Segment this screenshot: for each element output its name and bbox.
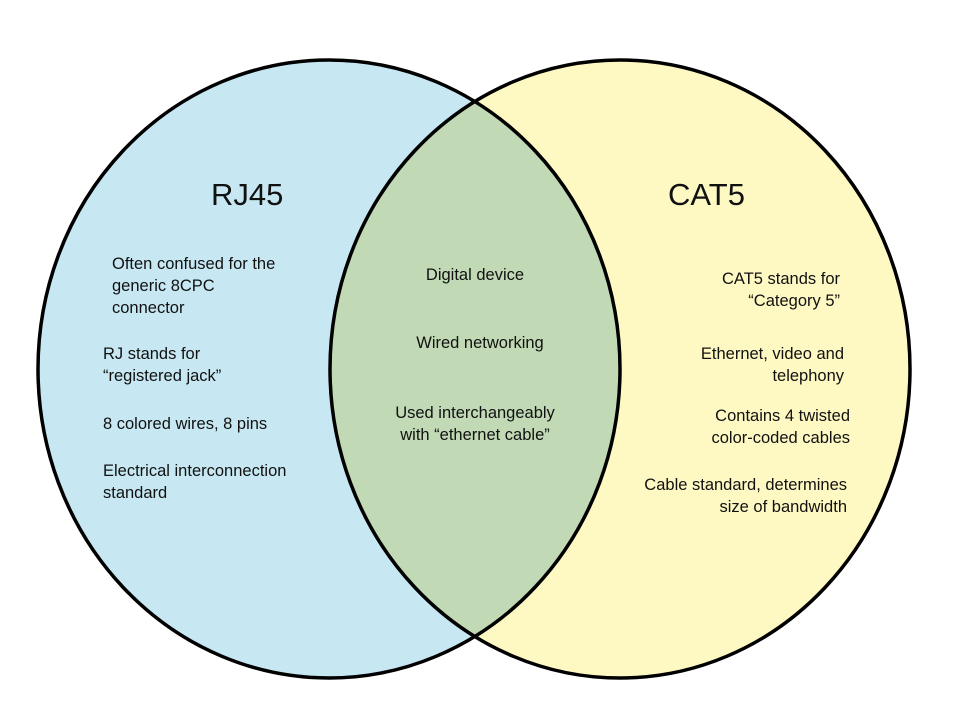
right-item-1: CAT5 stands for “Category 5” bbox=[722, 268, 840, 312]
right-circle-outline bbox=[328, 58, 912, 680]
overlap-item-1-line-1: Digital device bbox=[425, 266, 525, 284]
left-item-1: Often confused for the generic 8CPC conn… bbox=[112, 253, 275, 319]
right-item-1-line-2: “Category 5” bbox=[748, 292, 840, 310]
overlap-item-3-line-1: Used interchangeably bbox=[395, 404, 555, 422]
left-item-4-line-2: standard bbox=[103, 484, 168, 502]
right-item-1-line-1: CAT5 stands for bbox=[722, 270, 840, 288]
overlap-item-2-line-1: Wired networking bbox=[416, 334, 544, 352]
left-item-4-line-1: Electrical interconnection bbox=[103, 462, 287, 480]
left-item-2-line-1: RJ stands for bbox=[103, 345, 201, 363]
overlap-item-3-line-2: with “ethernet cable” bbox=[400, 426, 550, 444]
left-item-3-line-1: 8 colored wires, 8 pins bbox=[103, 415, 268, 433]
right-item-2-line-2: telephony bbox=[772, 367, 844, 385]
right-item-4: Cable standard, determines size of bandw… bbox=[644, 474, 847, 518]
overlap-region bbox=[330, 60, 620, 678]
left-item-1-line-2: generic 8CPC bbox=[112, 277, 215, 295]
left-item-3: 8 colored wires, 8 pins bbox=[103, 413, 267, 435]
left-circle-outline bbox=[36, 58, 622, 680]
right-set-title: CAT5 bbox=[668, 177, 745, 212]
left-item-1-line-3: connector bbox=[112, 299, 185, 317]
overlap-item-2: Wired networking bbox=[380, 332, 580, 354]
right-item-3-line-1: Contains 4 twisted bbox=[715, 407, 850, 425]
right-item-3-line-2: color-coded cables bbox=[711, 429, 851, 447]
right-item-4-line-1: Cable standard, determines bbox=[644, 476, 847, 494]
left-item-2-line-2: “registered jack” bbox=[103, 367, 222, 385]
left-item-2: RJ stands for “registered jack” bbox=[103, 343, 221, 387]
overlap-item-3: Used interchangeably with “ethernet cabl… bbox=[375, 402, 575, 446]
right-item-2: Ethernet, video and telephony bbox=[701, 343, 844, 387]
right-item-3: Contains 4 twisted color-coded cables bbox=[712, 405, 851, 449]
overlap-item-1: Digital device bbox=[375, 264, 575, 286]
right-item-4-line-2: size of bandwidth bbox=[719, 498, 848, 516]
left-item-4: Electrical interconnection standard bbox=[103, 460, 286, 504]
right-item-2-line-1: Ethernet, video and bbox=[700, 345, 844, 363]
left-item-1-line-1: Often confused for the bbox=[112, 255, 276, 273]
left-set-title: RJ45 bbox=[211, 177, 284, 212]
